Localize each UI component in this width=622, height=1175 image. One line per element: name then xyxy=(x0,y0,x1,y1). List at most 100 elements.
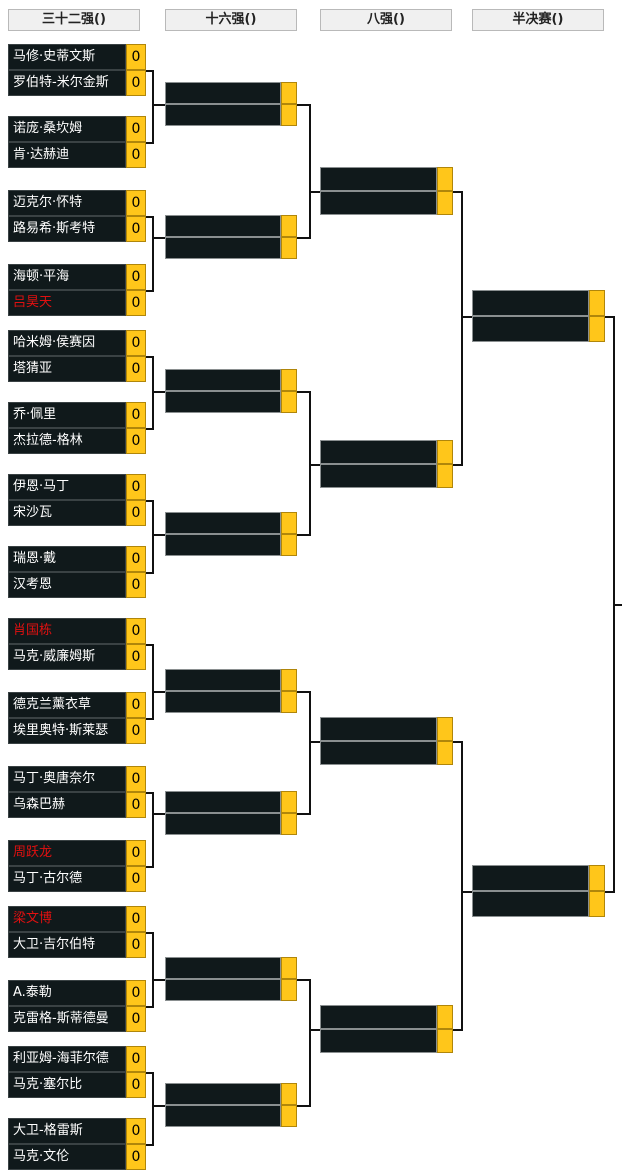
semifinal-slot[interactable] xyxy=(472,865,605,891)
player-name xyxy=(165,237,281,259)
bracket-connector-line xyxy=(152,500,154,574)
bracket-connector-line xyxy=(297,104,310,106)
semifinal-slot[interactable] xyxy=(472,316,605,342)
quarterfinal-slot[interactable] xyxy=(320,741,453,765)
round16-slot[interactable] xyxy=(165,1083,297,1105)
bracket-connector-line xyxy=(605,891,614,893)
bracket-connector-line xyxy=(152,1072,154,1146)
bracket-connector-line xyxy=(605,316,614,318)
quarterfinal-slot[interactable] xyxy=(320,167,453,191)
round16-slot[interactable] xyxy=(165,215,297,237)
player-name: 路易希·斯考特 xyxy=(8,216,126,242)
round16-slot[interactable] xyxy=(165,534,297,556)
round16-slot[interactable] xyxy=(165,957,297,979)
semifinal-slot[interactable] xyxy=(472,891,605,917)
round16-slot[interactable] xyxy=(165,691,297,713)
bracket-connector-line xyxy=(146,866,154,868)
quarterfinal-slot[interactable] xyxy=(320,440,453,464)
player-score: 0 xyxy=(126,1006,146,1032)
semifinal-slot[interactable] xyxy=(472,290,605,316)
round16-slot[interactable] xyxy=(165,369,297,391)
player-name: 马克·文伦 xyxy=(8,1144,126,1170)
round16-slot[interactable] xyxy=(165,979,297,1001)
player-name xyxy=(320,1029,437,1053)
player-score: 0 xyxy=(126,1118,146,1144)
player-score: 0 xyxy=(126,792,146,818)
player-score xyxy=(281,691,297,713)
player-name: 马克·威廉姆斯 xyxy=(8,644,126,670)
quarterfinal-slot[interactable] xyxy=(320,717,453,741)
quarterfinal-slot[interactable] xyxy=(320,1029,453,1053)
quarterfinal-slot[interactable] xyxy=(320,1005,453,1029)
player-name xyxy=(165,669,281,691)
player-score: 0 xyxy=(126,572,146,598)
player-score xyxy=(281,791,297,813)
round16-slot[interactable] xyxy=(165,237,297,259)
round-header: 十六强() xyxy=(165,9,297,31)
round16-slot[interactable] xyxy=(165,104,297,126)
player-score xyxy=(437,741,453,765)
round16-slot[interactable] xyxy=(165,512,297,534)
player-score: 0 xyxy=(126,216,146,242)
player-score xyxy=(281,369,297,391)
player-score xyxy=(589,891,605,917)
player-name: 瑞恩·戴 xyxy=(8,546,126,572)
player-score: 0 xyxy=(126,718,146,744)
bracket-connector-line xyxy=(297,237,310,239)
player-name xyxy=(165,691,281,713)
round16-slot[interactable] xyxy=(165,1105,297,1127)
quarterfinal-slot[interactable] xyxy=(320,191,453,215)
round-header: 八强() xyxy=(320,9,452,31)
player-name xyxy=(472,865,589,891)
bracket-connector-line xyxy=(152,792,154,868)
round16-slot[interactable] xyxy=(165,669,297,691)
player-score: 0 xyxy=(126,500,146,526)
player-score xyxy=(437,1029,453,1053)
round16-slot[interactable] xyxy=(165,82,297,104)
player-name xyxy=(320,440,437,464)
round-header: 三十二强() xyxy=(8,9,140,31)
player-score: 0 xyxy=(126,546,146,572)
round16-slot[interactable] xyxy=(165,813,297,835)
round16-slot[interactable] xyxy=(165,391,297,413)
player-name: 利亚姆-海菲尔德 xyxy=(8,1046,126,1072)
round16-slot[interactable] xyxy=(165,791,297,813)
quarterfinal-slot[interactable] xyxy=(320,464,453,488)
bracket-connector-line xyxy=(146,142,154,144)
player-name xyxy=(165,957,281,979)
player-score xyxy=(281,104,297,126)
player-name xyxy=(320,464,437,488)
